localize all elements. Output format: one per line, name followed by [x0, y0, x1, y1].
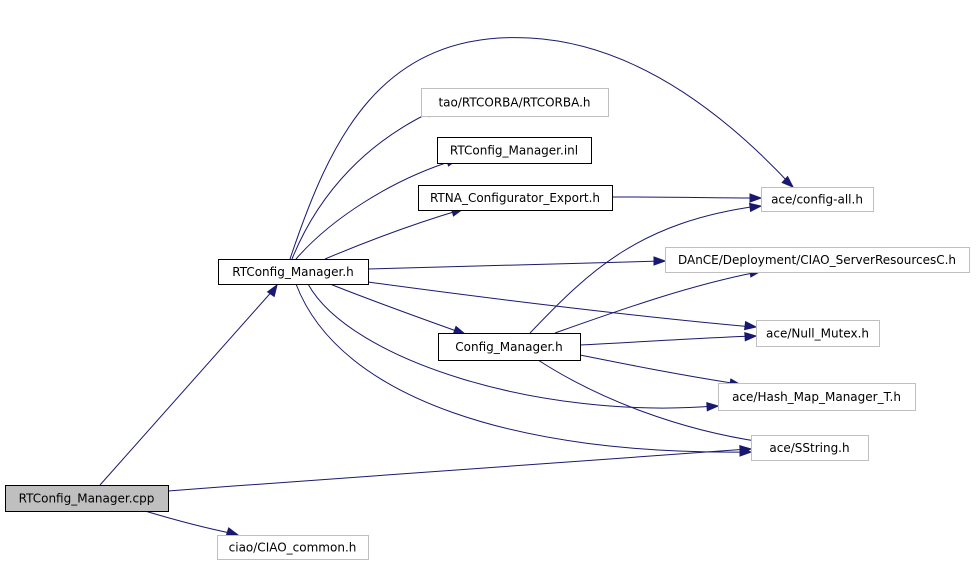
node-box	[665, 247, 970, 273]
node-label: ace/SString.h	[769, 441, 849, 455]
node-label: ace/Null_Mutex.h	[766, 327, 869, 341]
arrowhead	[225, 527, 240, 537]
edge-rtcfg-h-to-null-mutex	[367, 281, 758, 331]
edge-line	[579, 354, 739, 385]
edge-cfg-mgr-h-to-config-all	[529, 202, 763, 334]
node-label: ace/config-all.h	[771, 193, 863, 207]
arrowhead	[266, 283, 278, 298]
node-hash-map: ace/Hash_Map_Manager_T.h	[718, 383, 916, 411]
node-rtcorba: tao/RTCORBA/RTCORBA.h	[421, 88, 609, 117]
node-box[interactable]	[438, 333, 581, 361]
node-label: DAnCE/Deployment/CIAO_ServerResourcesC.h	[678, 253, 956, 267]
edge-line	[167, 448, 749, 492]
arrowhead	[749, 202, 763, 213]
edge-line	[554, 271, 759, 334]
edge-rtcfg-h-to-rtna-export	[324, 207, 465, 260]
node-rtcfg-inl[interactable]: RTConfig_Manager.inl	[437, 137, 592, 164]
edge-line	[529, 205, 759, 334]
node-label: ace/Hash_Map_Manager_T.h	[732, 390, 901, 404]
edge-line	[367, 281, 754, 328]
node-label: RTNA_Configurator_Export.h	[430, 191, 600, 205]
edge-rtcfg-cpp-to-rtcfg-h	[99, 283, 278, 486]
arrowhead	[781, 175, 795, 188]
arrowhead	[653, 256, 667, 266]
edge-line	[295, 159, 456, 260]
edges-layer	[99, 37, 795, 537]
node-box	[421, 88, 609, 117]
node-rtcfg-cpp: RTConfig_Manager.cpp	[5, 485, 169, 512]
edge-rtcfg-h-to-rtcorba	[291, 108, 440, 260]
node-rtcfg-h[interactable]: RTConfig_Manager.h	[218, 259, 369, 285]
nodes-layer: RTConfig_Manager.cpp RTConfig_Manager.hci…	[5, 88, 970, 560]
node-rtna-export[interactable]: RTNA_Configurator_Export.h	[418, 185, 613, 211]
node-label: RTConfig_Manager.cpp	[19, 492, 155, 506]
node-label: RTConfig_Manager.h	[232, 265, 354, 279]
node-box	[756, 320, 880, 347]
edge-cfg-mgr-h-to-hash-map	[579, 354, 743, 388]
node-config-all: ace/config-all.h	[761, 187, 874, 212]
node-box	[217, 535, 369, 560]
node-box	[5, 485, 169, 512]
arrowhead	[749, 193, 763, 203]
node-dance: DAnCE/Deployment/CIAO_ServerResourcesC.h	[665, 247, 970, 273]
edge-line	[289, 37, 791, 260]
node-box	[761, 187, 874, 212]
arrowhead	[706, 402, 720, 412]
node-box[interactable]	[437, 137, 592, 164]
edge-rtcfg-h-to-dance	[367, 256, 667, 270]
edge-rtcfg-cpp-to-sstring	[167, 445, 753, 492]
edge-rtcfg-h-to-config-all	[289, 37, 795, 260]
edge-line	[144, 510, 236, 535]
edge-line	[295, 283, 749, 453]
edge-rtcfg-h-to-sstring	[295, 283, 753, 457]
node-sstring: ace/SString.h	[751, 435, 869, 461]
edge-line	[324, 209, 461, 260]
node-box[interactable]	[218, 259, 369, 285]
node-label: RTConfig_Manager.inl	[450, 144, 578, 158]
edge-line	[611, 196, 759, 199]
edge-line	[291, 109, 436, 260]
node-cfg-mgr-h[interactable]: Config_Manager.h	[438, 333, 581, 361]
node-label: ciao/CIAO_common.h	[229, 541, 357, 555]
node-box[interactable]	[418, 185, 613, 211]
edge-rtcfg-cpp-to-ciao-common	[144, 510, 240, 537]
edge-cfg-mgr-h-to-null-mutex	[579, 332, 758, 346]
arrowhead	[452, 325, 467, 335]
node-null-mutex: ace/Null_Mutex.h	[756, 320, 880, 347]
node-ciao-common: ciao/CIAO_common.h	[217, 535, 369, 560]
node-label: tao/RTCORBA/RTCORBA.h	[438, 96, 590, 110]
node-box	[751, 435, 869, 461]
edge-line	[367, 260, 663, 270]
edge-line	[579, 335, 754, 346]
edge-line	[537, 359, 763, 443]
arrowhead	[744, 332, 758, 342]
arrowhead	[739, 447, 753, 457]
edge-rtna-export-to-config-all	[611, 193, 763, 203]
arrowhead	[744, 320, 758, 331]
node-label: Config_Manager.h	[455, 340, 562, 354]
edge-rtcfg-h-to-hash-map	[307, 283, 720, 412]
edge-line	[99, 287, 276, 486]
node-box	[718, 383, 916, 411]
edge-line	[307, 283, 716, 409]
edge-rtcfg-h-to-cfg-mgr-h	[329, 283, 467, 335]
edge-line	[329, 283, 463, 334]
